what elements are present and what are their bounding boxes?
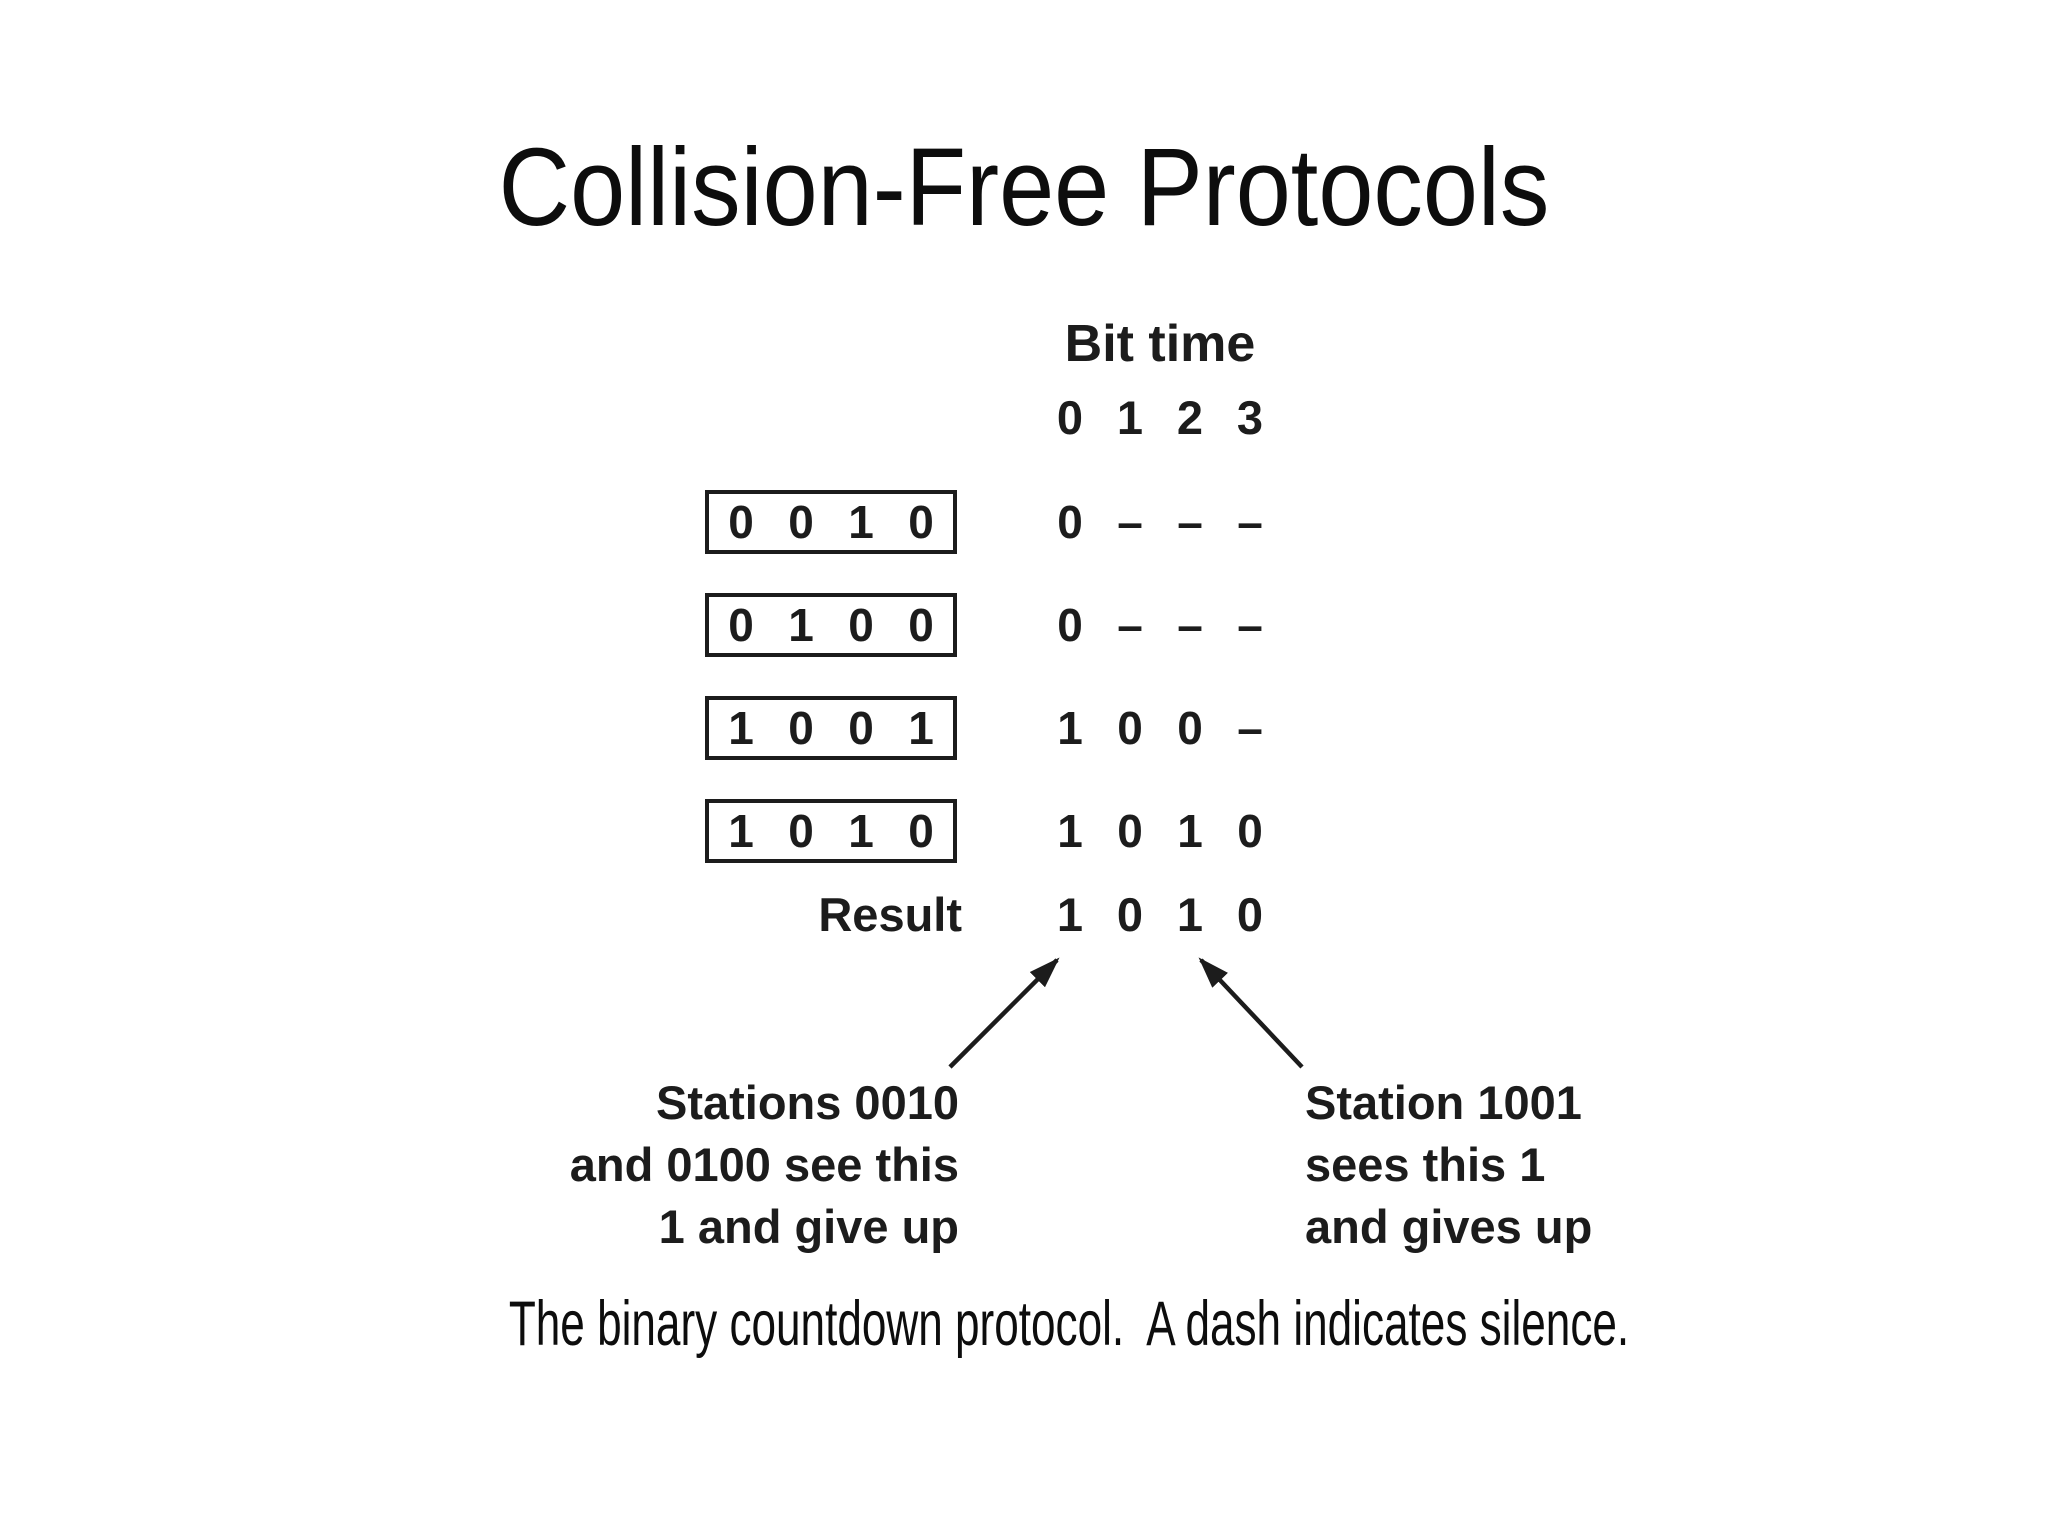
address-bit: 0: [728, 496, 754, 548]
station-address: 0 1 0 0: [711, 602, 951, 648]
tx-bit: –: [1117, 599, 1143, 651]
station-row-0100: 0 1 0 0 0 – – –: [0, 593, 2048, 657]
result-row: Result 1 0 1 0: [0, 884, 2048, 944]
address-bit: 1: [848, 496, 874, 548]
arrow-right: [1198, 957, 1304, 1069]
bit-time-0: 0: [1056, 391, 1084, 444]
tx-bit: 0: [1117, 702, 1143, 754]
station-address: 1 0 0 1: [711, 705, 951, 751]
figure-caption: The binary countdown protocol. A dash in…: [508, 1289, 1630, 1359]
tx-bit: 1: [1177, 805, 1203, 857]
result-digits: 1 0 1 0: [1040, 884, 1280, 944]
tx-bit: –: [1237, 496, 1263, 548]
bit-time-header: 0 1 2 3: [1040, 394, 1280, 441]
result-bit: 0: [1116, 887, 1144, 941]
station-row-1001: 1 0 0 1 1 0 0 –: [0, 696, 2048, 760]
address-bit: 1: [788, 599, 814, 651]
annotation-station-1001-gives-up: Station 1001 sees this 1 and gives up: [1305, 1072, 1592, 1258]
tx-bit: 1: [1057, 702, 1083, 754]
tx-bit: –: [1237, 599, 1263, 651]
result-bit: 1: [1176, 887, 1204, 941]
address-bit: 0: [788, 702, 814, 754]
page-title: Collision-Free Protocols: [498, 126, 1550, 249]
station-transmission: 0 – – –: [1040, 490, 1280, 554]
station-row-0010: 0 0 1 0 0 – – –: [0, 490, 2048, 554]
tx-bit: –: [1237, 702, 1263, 754]
tx-bit: 0: [1237, 805, 1263, 857]
station-transmission: 1 0 1 0: [1040, 799, 1280, 863]
station-address-box: 1 0 0 1: [705, 696, 957, 760]
tx-bit: 0: [1117, 805, 1143, 857]
address-bit: 0: [728, 599, 754, 651]
result-label: Result: [818, 887, 962, 941]
tx-bit: –: [1177, 496, 1203, 548]
station-address: 1 0 1 0: [711, 808, 951, 854]
address-bit: 1: [908, 702, 934, 754]
address-bit: 0: [788, 496, 814, 548]
station-transmission: 0 – – –: [1040, 593, 1280, 657]
station-address: 0 0 1 0: [711, 499, 951, 545]
address-bit: 0: [848, 599, 874, 651]
annotation-line: and 0100 see this: [569, 1138, 959, 1191]
tx-bit: 1: [1057, 805, 1083, 857]
annotation-stations-give-up: Stations 0010 and 0100 see this 1 and gi…: [570, 1072, 959, 1258]
tx-bit: –: [1177, 599, 1203, 651]
tx-bit: 0: [1057, 599, 1083, 651]
annotation-line: Stations 0010: [655, 1076, 959, 1129]
tx-bit: 0: [1177, 702, 1203, 754]
result-bit: 1: [1056, 887, 1084, 941]
address-bit: 1: [848, 805, 874, 857]
station-transmission: 1 0 0 –: [1040, 696, 1280, 760]
bit-time-label: Bit time: [1064, 315, 1256, 373]
address-bit: 0: [908, 496, 934, 548]
station-row-1010: 1 0 1 0 1 0 1 0: [0, 799, 2048, 863]
station-address-box: 1 0 1 0: [705, 799, 957, 863]
station-address-box: 0 0 1 0: [705, 490, 957, 554]
tx-bit: 0: [1057, 496, 1083, 548]
tx-bit: –: [1117, 496, 1143, 548]
bit-time-2: 2: [1176, 391, 1204, 444]
address-bit: 0: [908, 805, 934, 857]
annotation-line: and gives up: [1305, 1200, 1593, 1253]
annotation-line: Station 1001: [1305, 1076, 1582, 1129]
address-bit: 0: [848, 702, 874, 754]
station-address-box: 0 1 0 0: [705, 593, 957, 657]
bit-time-1: 1: [1116, 391, 1144, 444]
result-bit: 0: [1236, 887, 1264, 941]
address-bit: 1: [728, 702, 754, 754]
address-bit: 0: [788, 805, 814, 857]
annotation-line: sees this 1: [1305, 1138, 1546, 1191]
arrow-left: [948, 957, 1060, 1069]
address-bit: 0: [908, 599, 934, 651]
annotation-line: 1 and give up: [658, 1200, 959, 1253]
address-bit: 1: [728, 805, 754, 857]
bit-time-3: 3: [1236, 391, 1264, 444]
